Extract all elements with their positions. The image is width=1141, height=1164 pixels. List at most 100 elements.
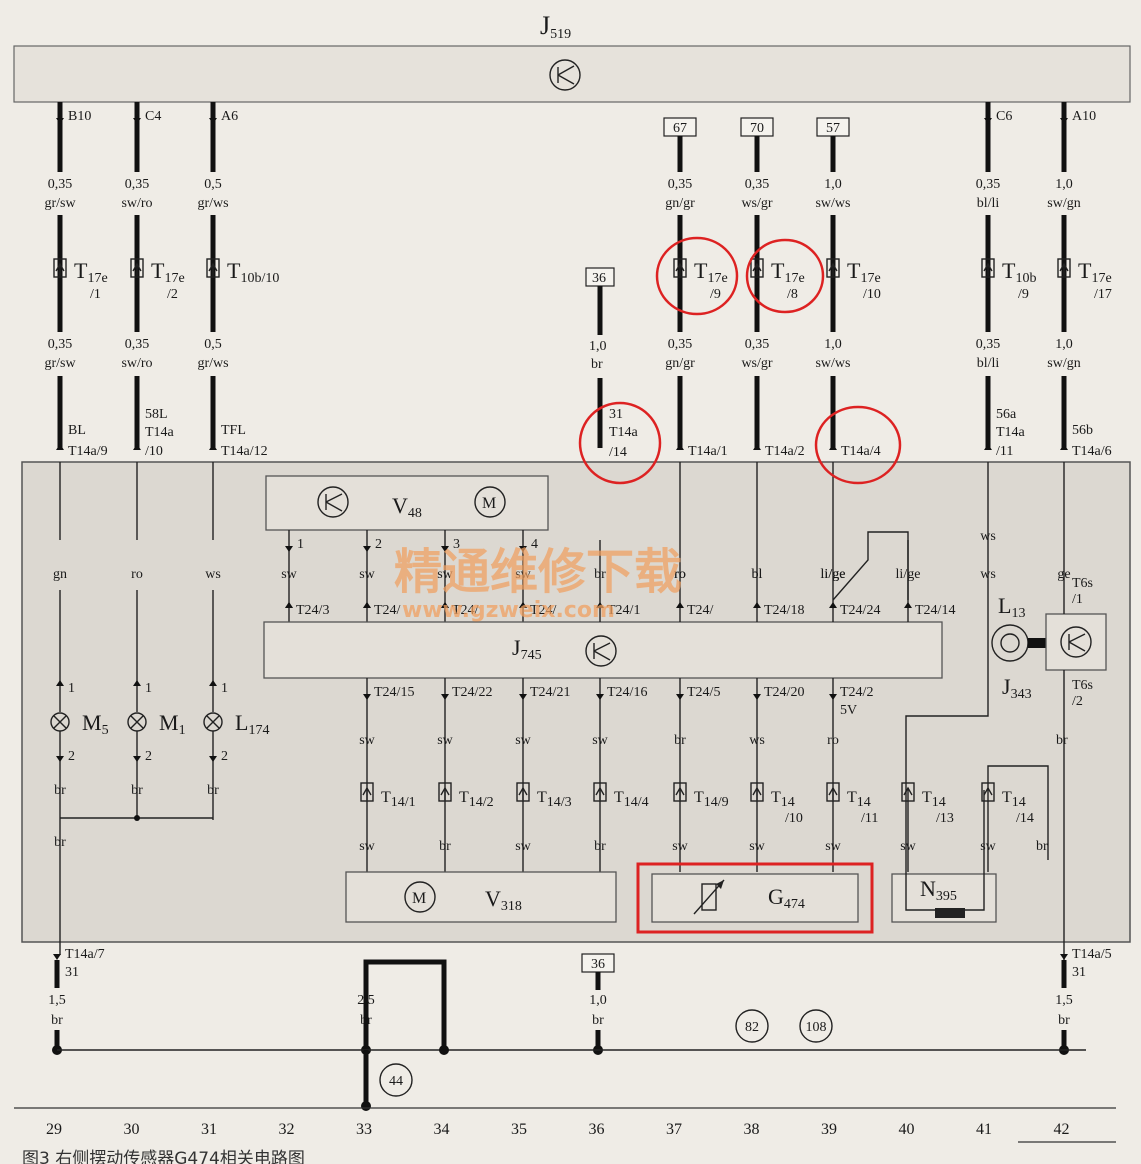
arrow-down-icon (133, 756, 141, 762)
wire-color: gn/gr (665, 356, 695, 371)
t14-label: T14/9 (694, 789, 729, 810)
l13-j343-module: L13 J343 T6s /1 T6s /2 br (991, 540, 1107, 960)
svg-text:/2: /2 (1072, 694, 1083, 709)
signal-label: TFL (221, 423, 246, 438)
wire-color: br (131, 783, 143, 798)
connector-icon (673, 782, 687, 802)
t14-pin: /11 (861, 811, 878, 826)
column-number: 32 (279, 1121, 295, 1138)
connector-pin: /2 (167, 287, 178, 302)
wire-color: sw/gn (1047, 356, 1080, 371)
connector-icon (438, 782, 452, 802)
connector-icon (53, 258, 67, 278)
wire-size: 0,35 (745, 337, 770, 352)
wire-color: bl (752, 567, 763, 582)
wire-color: sw/ro (121, 196, 152, 211)
signal-label: 58L (145, 407, 168, 422)
wire-color: gr/sw (44, 356, 76, 371)
pin-label: C6 (996, 109, 1012, 124)
connector-label: T17e (1078, 258, 1112, 286)
arrow-down-icon (209, 118, 217, 124)
wire-color: sw (281, 567, 297, 582)
j745-pin-label: T24/21 (530, 685, 570, 700)
connector-icon (516, 782, 530, 802)
arrow-up-icon (676, 444, 684, 450)
t14-connector: T14/1sw (359, 782, 416, 854)
connector-label: T10b (1002, 258, 1036, 286)
wire-size: 1,0 (1055, 337, 1073, 352)
arrow-down-icon (596, 694, 604, 700)
j745-pin-label: T24/18 (764, 603, 804, 618)
connector-icon (981, 258, 995, 278)
wire-color: ws (980, 529, 996, 544)
arrow-up-icon (133, 680, 141, 686)
arrow-down-icon (209, 756, 217, 762)
j745-top-pin: T24/3 (285, 602, 329, 618)
wire-t24-24-bend (832, 531, 909, 601)
arrow-down-icon (441, 546, 449, 552)
pin-box-label: 57 (826, 121, 840, 136)
pin-number: 1 (145, 681, 152, 696)
svg-text:T6s: T6s (1072, 678, 1093, 693)
ground-point-label: 82 (745, 1020, 759, 1035)
connector-pin: /17 (1094, 287, 1112, 302)
v318-motor-module: M V318 (345, 871, 617, 923)
connector-icon (130, 258, 144, 278)
v48-motor-module: V48 M (265, 475, 549, 531)
arrow-down-icon (753, 694, 761, 700)
j745-pin-label: T24/15 (374, 685, 414, 700)
j745-pin-label: T24/ (530, 603, 557, 618)
t14-connector: T14/9sw (672, 782, 729, 854)
t14-pin: /10 (785, 811, 803, 826)
inner-wire-color: ro (131, 567, 143, 582)
svg-text:V318: V318 (485, 886, 522, 914)
j745-pin-label: T24/1 (607, 603, 640, 618)
svg-text:br: br (591, 357, 603, 372)
watermark-url: www.gzweix.com (402, 598, 615, 623)
j745-top-pin: T24/1br (594, 540, 640, 622)
svg-text:J343: J343 (1002, 674, 1032, 702)
pin-number: 1 (221, 681, 228, 696)
inner-wire-color: gn (53, 567, 67, 582)
top-wires: B100,35gr/swT17e/10,35gr/swBLT14a/9gnC40… (44, 102, 1112, 582)
connector-icon (206, 258, 220, 278)
j745-pin-label: T24/16 (607, 685, 647, 700)
wire-color: sw/ro (121, 356, 152, 371)
svg-text:T14a: T14a (609, 425, 639, 440)
column-number: 35 (511, 1121, 527, 1138)
wire-color: ws/gr (741, 356, 772, 371)
j745-pin-label: T24/14 (915, 603, 955, 618)
j745-top-pin: T24/18 bl (752, 540, 804, 622)
pin-number: 2 (375, 537, 382, 552)
wire-size: 0,35 (976, 177, 1001, 192)
j745-pin-label: T24/ (452, 603, 479, 618)
wire-color: sw/ws (815, 196, 850, 211)
t14-connector-row: T14/1swT14/2brT14/3swT14/4brT14/9swT14/1… (359, 782, 1034, 872)
wire-size: 1,5 (48, 993, 66, 1008)
pin-number: 3 (453, 537, 460, 552)
connector-pin: /9 (710, 287, 721, 302)
arrow-up-icon (1060, 444, 1068, 450)
t14-pin: /13 (936, 811, 954, 826)
j745-pin-label: T24/ (687, 603, 714, 618)
signal-label-2: T14a (996, 425, 1026, 440)
column-number: 37 (666, 1121, 682, 1138)
pin-box-label: 36 (591, 957, 605, 972)
wire-color: ro (827, 733, 839, 748)
lamp-label: M1 (159, 710, 186, 738)
arrow-up-icon (753, 602, 761, 608)
wire-color: br (594, 839, 606, 854)
column-number: 30 (124, 1121, 140, 1138)
